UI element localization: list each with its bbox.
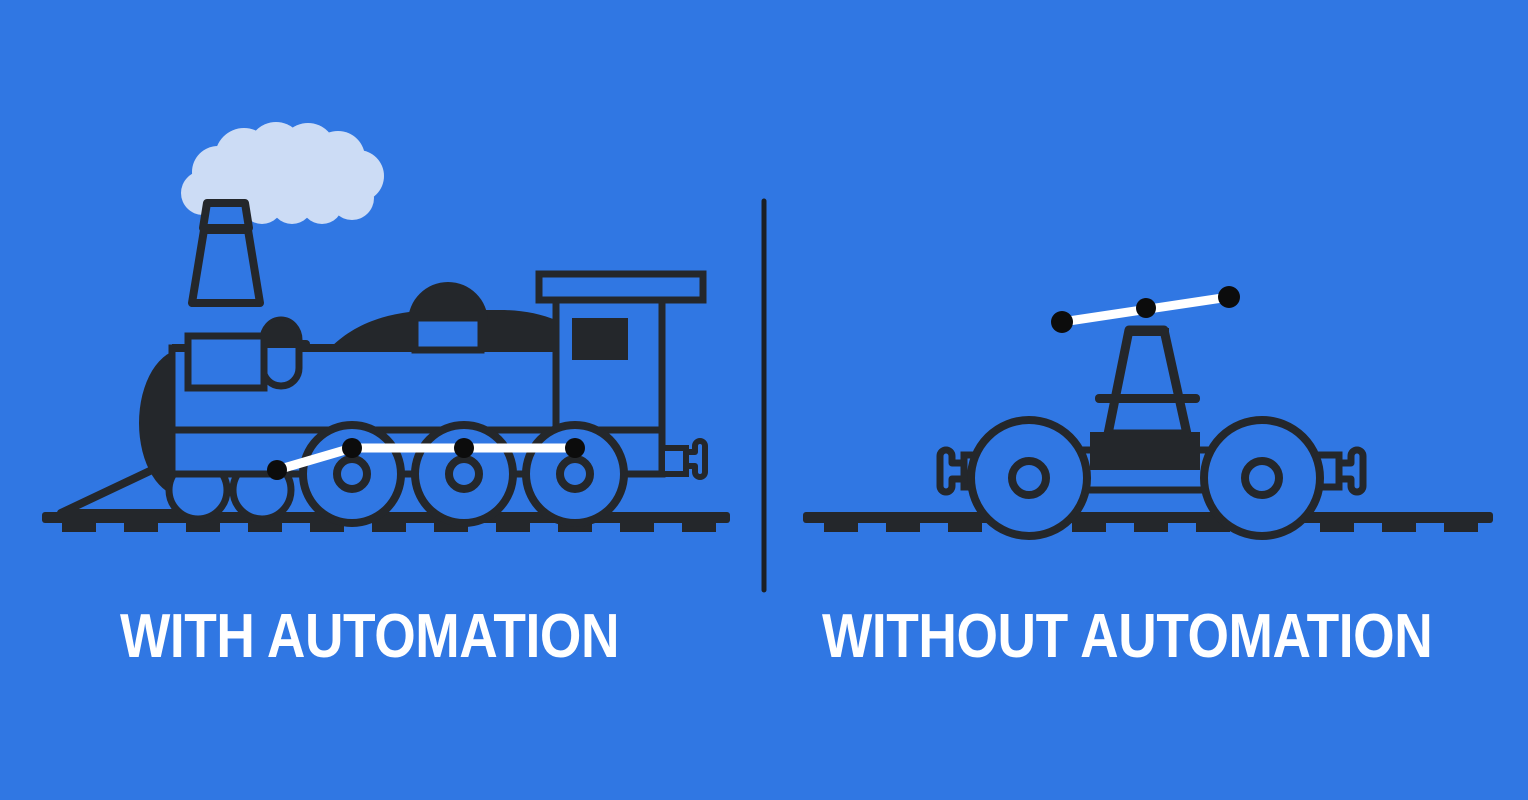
railway-track-icon-right bbox=[803, 512, 1493, 532]
connecting-rod bbox=[267, 438, 585, 480]
caption-with-automation: WITH AUTOMATION bbox=[120, 602, 620, 671]
caption-without-automation: WITHOUT AUTOMATION bbox=[822, 602, 1433, 671]
steam-locomotive-icon bbox=[57, 199, 708, 527]
panel-left-illustration bbox=[42, 122, 730, 532]
handcar-icon bbox=[936, 286, 1367, 540]
panel-right-illustration bbox=[803, 286, 1493, 540]
